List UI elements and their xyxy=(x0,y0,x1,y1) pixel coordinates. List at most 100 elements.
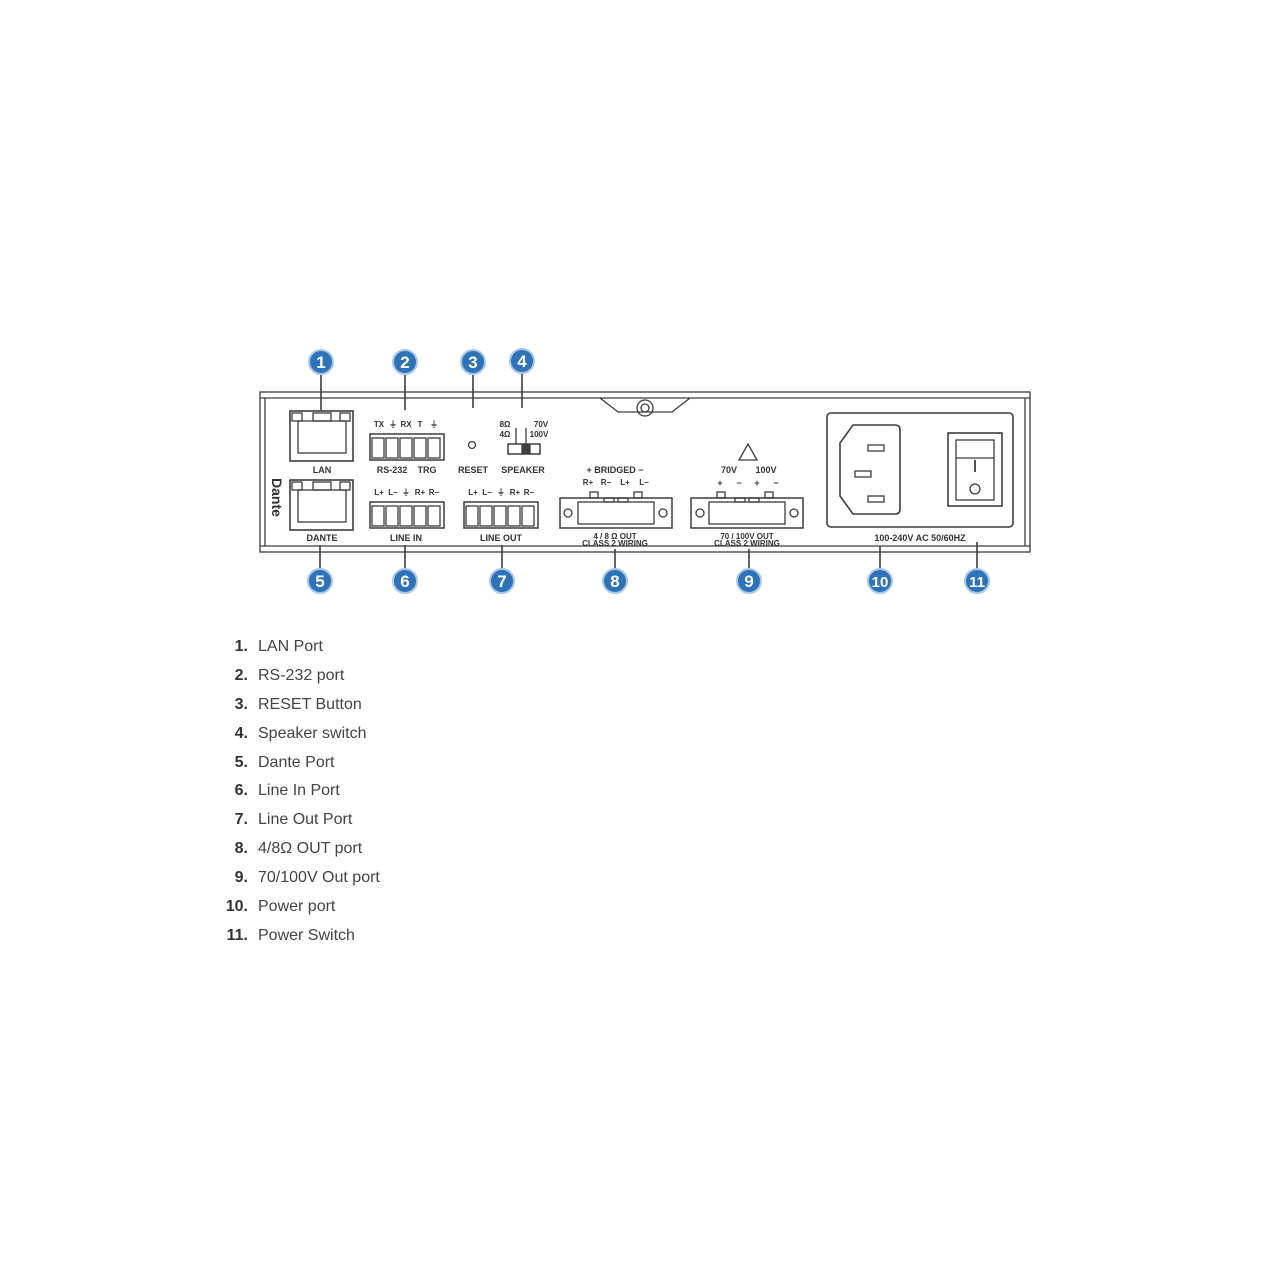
line-out-terminal[interactable] xyxy=(463,501,539,529)
trg-label: TRG xyxy=(418,465,437,475)
callout-badge: 10 xyxy=(867,568,893,594)
legend-item: 10.Power port xyxy=(222,893,380,922)
svg-text:4: 4 xyxy=(517,352,527,371)
legend-item: 5. Dante Port xyxy=(222,749,380,778)
power-switch[interactable] xyxy=(947,432,1003,507)
legend-number: 5. xyxy=(234,753,248,771)
legend-number: 3. xyxy=(234,695,248,713)
callout-badge: 1 xyxy=(308,349,334,375)
out70-pin-label: − xyxy=(773,478,778,488)
power-rating-label: 100-240V AC 50/60HZ xyxy=(874,533,966,543)
chassis-outline xyxy=(259,391,1031,553)
out70-pin-label: − xyxy=(736,478,741,488)
svg-text:10: 10 xyxy=(872,574,889,591)
legend-item: 7. Line Out Port xyxy=(222,806,380,835)
out-70-100v-terminal[interactable] xyxy=(690,491,804,529)
legend-text: RS-232 port xyxy=(258,666,345,684)
line-out-label: LINE OUT xyxy=(480,533,523,543)
out70-volt-label: 70V xyxy=(721,465,737,475)
out-70-100-label: 70 / 100V OUT xyxy=(720,532,773,541)
legend-item: 3. RESET Button xyxy=(222,691,380,720)
lan-port[interactable] xyxy=(289,410,354,462)
svg-text:6: 6 xyxy=(400,572,409,591)
out70-pin-label: + xyxy=(717,478,722,488)
screw-icon xyxy=(636,399,654,417)
bridged-pin-label: R− xyxy=(601,478,612,487)
dante-label: DANTE xyxy=(307,533,338,543)
bridged-label: + BRIDGED − xyxy=(586,465,643,475)
line-out-pin-label: ⏚ xyxy=(497,488,505,497)
legend-text: RESET Button xyxy=(258,695,362,713)
legend-number: 1. xyxy=(234,638,248,655)
callout-badge: 2 xyxy=(392,349,418,375)
svg-text:7: 7 xyxy=(497,572,506,591)
legend-number: 9. xyxy=(234,869,248,887)
legend-text: Line In Port xyxy=(258,782,340,800)
legend-number: 6. xyxy=(234,782,248,800)
callout-badge: 5 xyxy=(307,568,333,594)
speaker-switch-label: 100V xyxy=(530,430,549,439)
legend-number: 2. xyxy=(234,666,248,684)
legend-number: 10. xyxy=(225,898,248,916)
line-in-pin-label: R+ xyxy=(415,488,426,497)
out-4-8-class-label: CLASS 2 WIRING xyxy=(582,539,648,548)
svg-text:9: 9 xyxy=(744,572,753,591)
legend-number: 8. xyxy=(234,840,248,858)
legend-item: 11.Power Switch xyxy=(222,922,380,951)
warning-icon xyxy=(737,442,759,461)
svg-text:1: 1 xyxy=(316,353,325,372)
callout-leaders xyxy=(319,373,978,570)
line-out-pin-label: L− xyxy=(482,488,492,497)
power-module xyxy=(826,412,1014,528)
out70-pin-label: + xyxy=(754,478,759,488)
lan-label: LAN xyxy=(313,465,332,475)
callout-badge: 9 xyxy=(736,568,762,594)
reset-button[interactable] xyxy=(467,440,477,450)
rs232-pin-label: ⏚ xyxy=(389,420,397,429)
callout-badge: 11 xyxy=(964,568,990,594)
reset-label: RESET xyxy=(458,465,489,475)
bridged-pin-label: L− xyxy=(639,478,649,487)
line-in-pin-label: L+ xyxy=(374,488,384,497)
speaker-switch-label: 70V xyxy=(534,420,549,429)
legend-text: 70/100V Out port xyxy=(258,869,380,887)
callout-badge: 4 xyxy=(509,348,535,374)
legend-text: Speaker switch xyxy=(258,724,367,742)
legend-text: Dante Port xyxy=(258,753,335,771)
rs232-pin-label: TX xyxy=(374,420,385,429)
legend-text: Line Out Port xyxy=(258,811,353,829)
legend-text: LAN Port xyxy=(258,638,323,655)
svg-text:2: 2 xyxy=(400,353,409,372)
out-4-8-label: 4 / 8 Ω OUT xyxy=(593,532,636,541)
svg-text:11: 11 xyxy=(969,574,985,591)
callout-badge: 6 xyxy=(392,568,418,594)
svg-text:5: 5 xyxy=(315,572,324,591)
legend-item: 4. Speaker switch xyxy=(222,720,380,749)
rs232-terminal[interactable] xyxy=(369,433,445,461)
component-legend: 1.LAN Port 2.RS-232 port 3.RESET Button … xyxy=(222,633,380,951)
rs232-pin-label: ⏚ xyxy=(430,420,438,429)
dante-port[interactable] xyxy=(289,479,354,531)
out-4-8-ohm-terminal[interactable] xyxy=(559,491,673,529)
dante-brand-logo: Dante xyxy=(269,478,285,517)
svg-text:3: 3 xyxy=(468,353,477,372)
line-in-terminal[interactable] xyxy=(369,501,445,529)
legend-number: 4. xyxy=(234,724,248,742)
line-out-pin-label: R− xyxy=(524,488,535,497)
svg-text:8: 8 xyxy=(610,572,619,591)
speaker-switch[interactable] xyxy=(507,428,541,455)
speaker-switch-label: 4Ω xyxy=(500,430,511,439)
power-port[interactable] xyxy=(839,424,901,515)
rs232-pin-label: RX xyxy=(400,420,412,429)
speaker-switch-label: 8Ω xyxy=(500,420,511,429)
speaker-label: SPEAKER xyxy=(501,465,545,475)
bridged-pin-label: R+ xyxy=(583,478,594,487)
line-in-pin-label: L− xyxy=(388,488,398,497)
out-70-100-class-label: CLASS 2 WIRING xyxy=(714,539,780,548)
rs232-label: RS-232 xyxy=(377,465,408,475)
legend-number: 11. xyxy=(226,926,248,944)
legend-text: 4/8Ω OUT port xyxy=(258,840,363,858)
callout-badge: 3 xyxy=(460,349,486,375)
legend-number: 7. xyxy=(234,811,248,829)
